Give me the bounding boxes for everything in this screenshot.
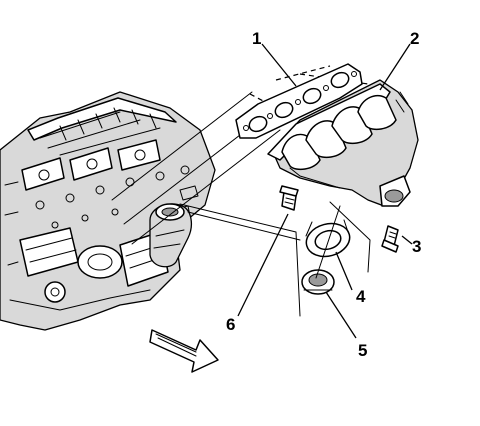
callout-6: 6: [226, 315, 235, 334]
callout-1: 1: [252, 29, 261, 48]
callout-2: 2: [410, 29, 419, 48]
manifold-stud: [279, 185, 299, 211]
callout-4: 4: [356, 287, 366, 306]
front-direction-arrow-icon: [149, 329, 219, 373]
assembly-axis: [315, 205, 341, 279]
manifold-bolt: [381, 225, 399, 253]
outlet-gasket: [305, 219, 351, 258]
engine-block: [0, 91, 216, 331]
leader-lines: [237, 43, 413, 339]
outlet-seal: [301, 269, 335, 295]
callout-3: 3: [412, 237, 421, 256]
exhaust-manifold-gasket: [235, 63, 363, 139]
exhaust-manifold: [267, 79, 419, 207]
block-exhaust-port: [149, 203, 193, 268]
callout-5: 5: [358, 341, 367, 360]
